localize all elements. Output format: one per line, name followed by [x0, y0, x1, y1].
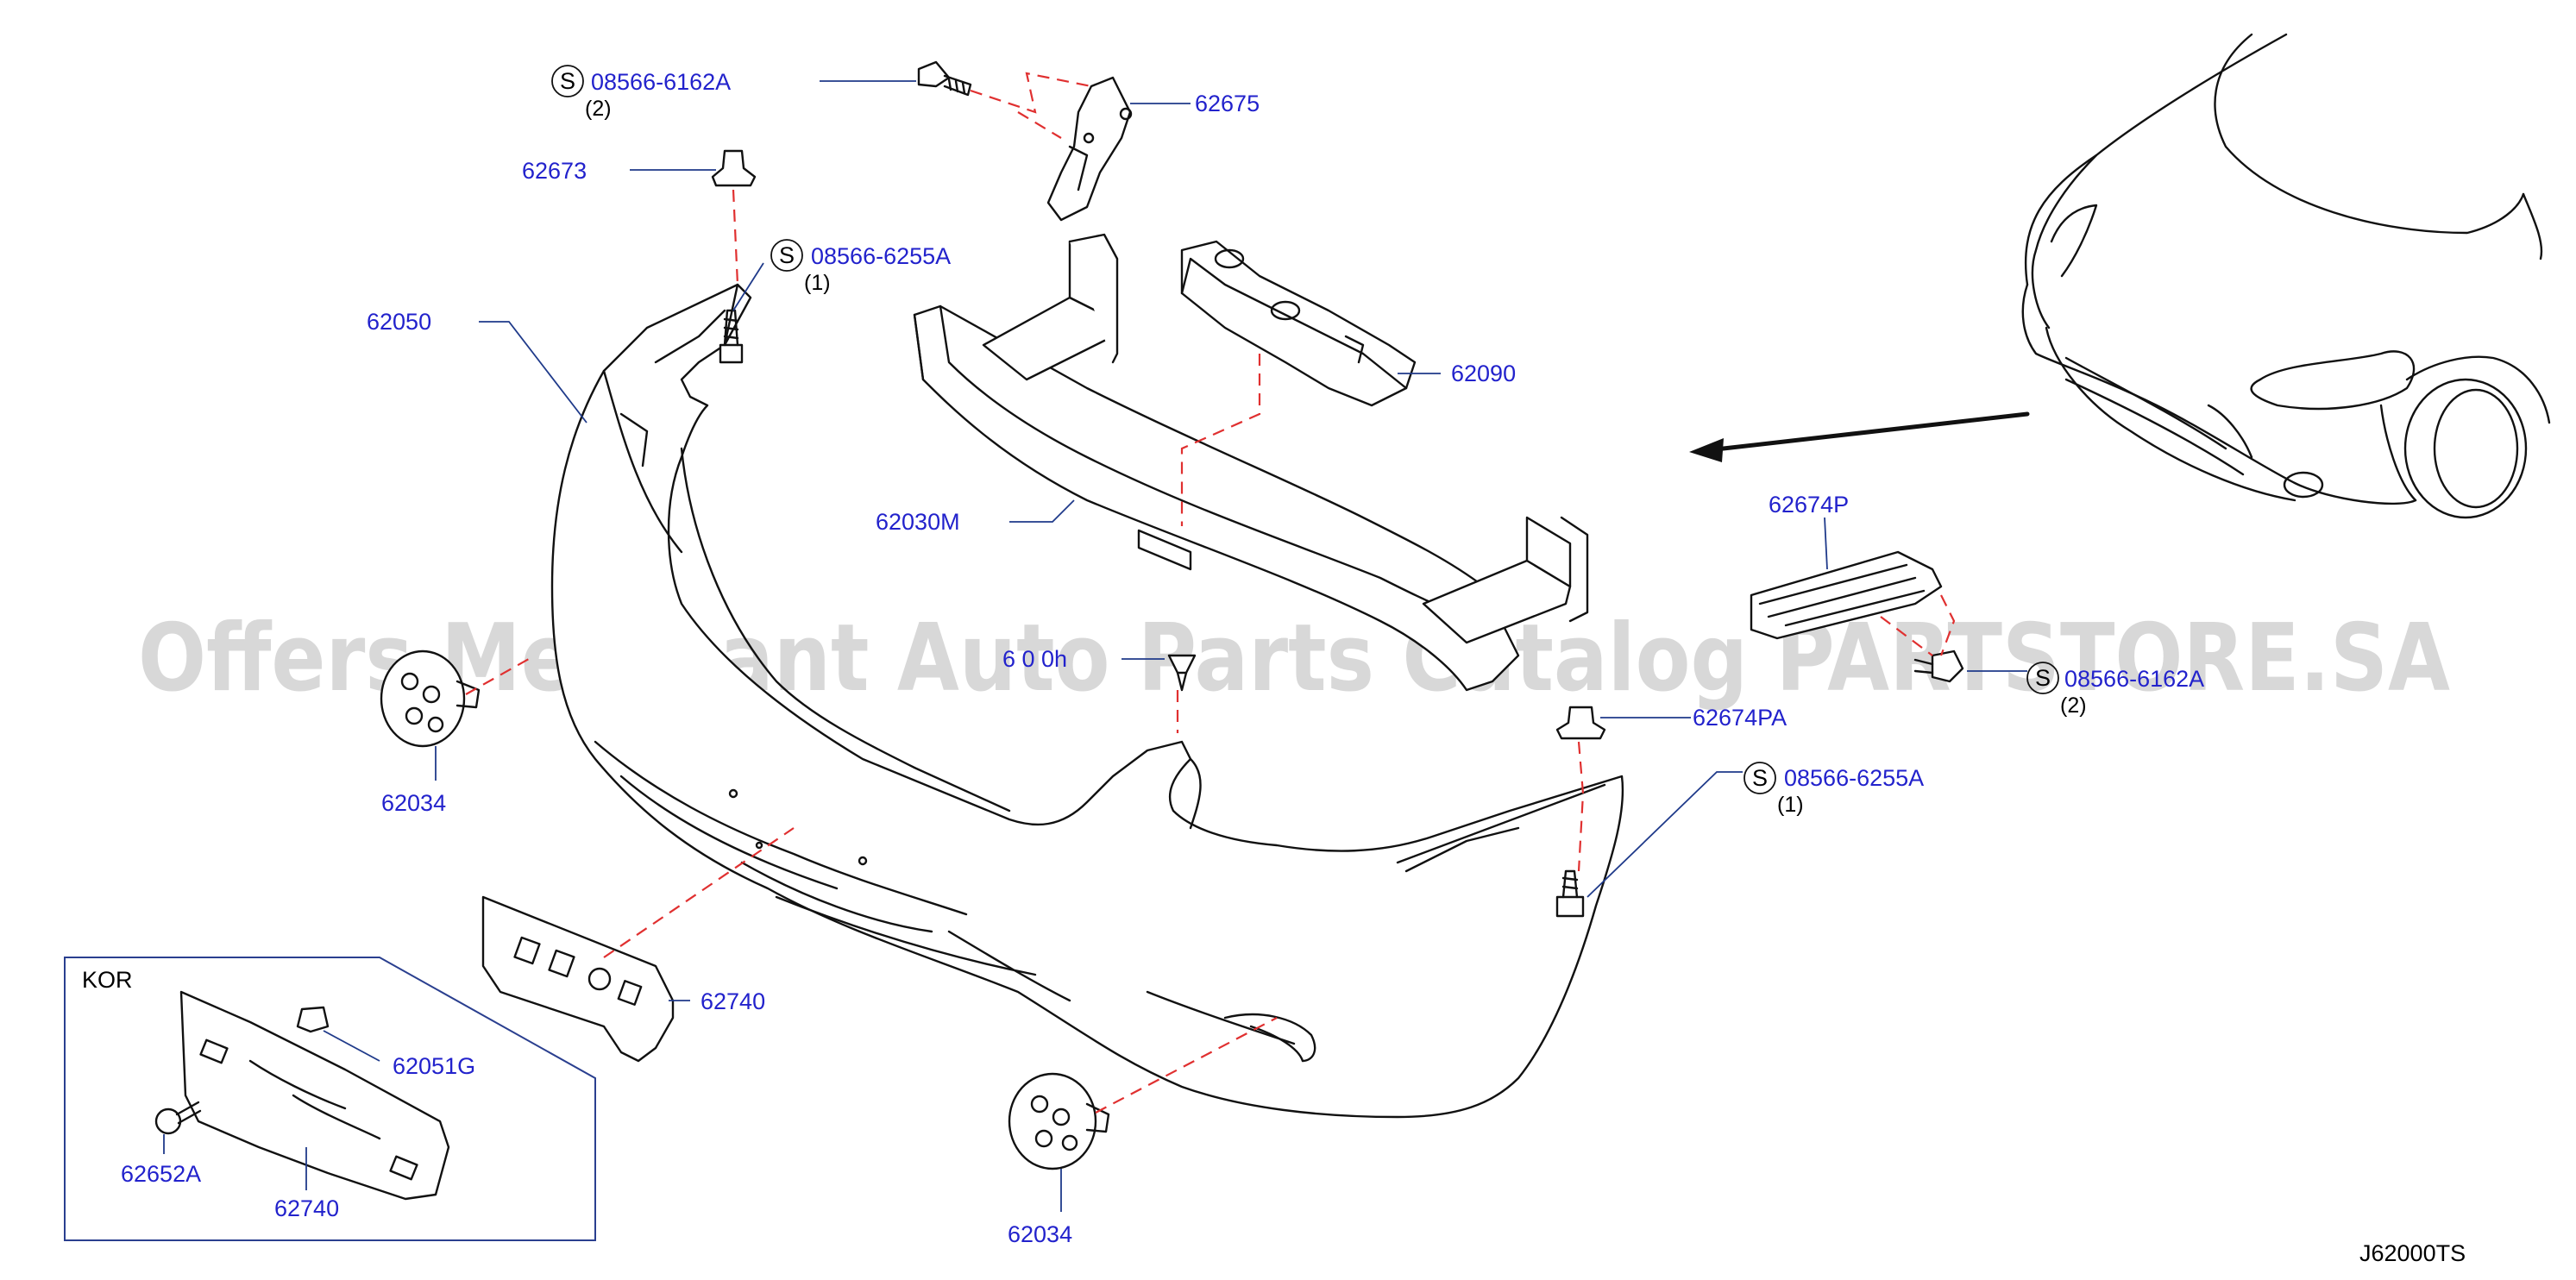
reinforcement-beam-part	[913, 233, 1589, 692]
leader-lines	[163, 80, 2027, 1212]
standard-part-symbol: S	[551, 65, 584, 97]
part-number-label[interactable]: 62675	[1195, 91, 1260, 116]
bolt-right-part	[1913, 649, 1964, 683]
part-number-label[interactable]: 62090	[1451, 361, 1516, 386]
direction-arrowhead	[1689, 438, 1724, 462]
part-number-label[interactable]: 6 0 0h	[1002, 646, 1067, 672]
kor-inset-label: KOR	[82, 967, 133, 993]
part-number-label[interactable]: 62034	[1008, 1221, 1072, 1247]
watermark-text: Offers Merchant Auto Parts Catalog PARTS…	[138, 605, 2450, 712]
svg-text:S: S	[560, 68, 575, 94]
standard-part-symbol: S	[1744, 762, 1776, 794]
standard-part-symbol: S	[2026, 662, 2059, 694]
clip-right-part	[1555, 706, 1606, 740]
diagram-code-label: J62000TS	[2359, 1240, 2466, 1266]
part-number-label[interactable]: 62652A	[121, 1161, 201, 1187]
screw-top-part	[719, 309, 744, 364]
clip-top-part	[711, 149, 757, 187]
quantity-label: (1)	[804, 271, 831, 295]
cap-bottom-part	[1008, 1072, 1110, 1170]
vehicle-location-illustration	[1689, 33, 2551, 519]
bracket-62674p-part	[1750, 550, 1943, 640]
screw-right-part	[1555, 869, 1585, 918]
part-number-label[interactable]: 62674P	[1769, 492, 1849, 518]
bracket-62675-part	[1046, 76, 1133, 222]
energy-absorber-part	[1180, 240, 1417, 407]
part-number-label[interactable]: 62740	[701, 988, 765, 1014]
part-number-label[interactable]: 62673	[522, 158, 587, 184]
part-number-label[interactable]: 62050	[367, 309, 431, 335]
svg-text:S: S	[779, 242, 795, 268]
bumper-fascia-part	[550, 283, 1624, 1119]
assembly-dashed-lines	[465, 72, 1956, 1114]
part-number-label[interactable]: 62674PA	[1693, 705, 1787, 731]
part-number-label[interactable]: 08566-6255A	[1784, 765, 1924, 791]
quantity-label: (2)	[2060, 693, 2087, 718]
svg-text:S: S	[2035, 665, 2051, 691]
standard-part-symbol: S	[770, 239, 803, 272]
quantity-label: (2)	[585, 97, 612, 121]
bolt-top-part	[917, 60, 972, 97]
part-number-label[interactable]: 62051G	[393, 1053, 475, 1079]
quantity-label: (1)	[1777, 793, 1804, 817]
part-number-label[interactable]: 08566-6162A	[591, 69, 731, 95]
part-number-label[interactable]: 62030M	[876, 509, 960, 535]
part-number-label[interactable]: 62034	[381, 790, 446, 816]
lower-bracket-part	[481, 895, 675, 1063]
part-number-label[interactable]: 62740	[274, 1195, 339, 1221]
cap-left-part	[380, 649, 481, 748]
part-number-label[interactable]: 08566-6162A	[2064, 666, 2204, 692]
kor-inset: KOR	[64, 957, 596, 1241]
svg-text:S: S	[1752, 765, 1768, 791]
part-number-label[interactable]: 08566-6255A	[811, 243, 951, 269]
clip-center-part	[1167, 654, 1197, 692]
